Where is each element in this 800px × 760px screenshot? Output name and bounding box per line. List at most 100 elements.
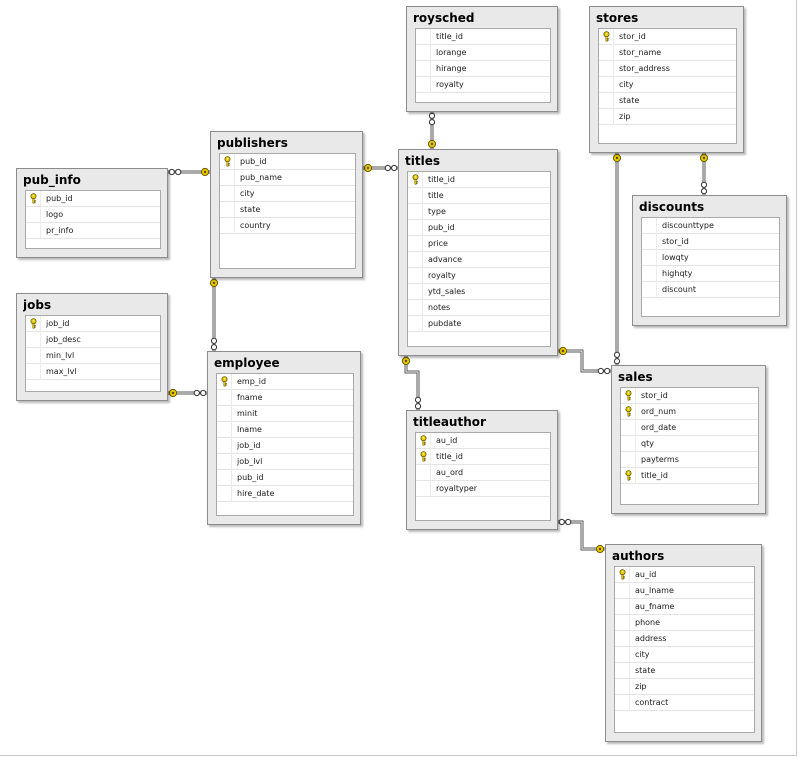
row-selector[interactable] [621, 388, 636, 404]
table-title[interactable]: pub_info [23, 173, 81, 187]
table-title[interactable]: authors [612, 549, 665, 563]
row-selector[interactable] [642, 265, 657, 282]
row-selector[interactable] [615, 567, 630, 583]
column-row[interactable]: pub_id [220, 154, 355, 170]
column-row[interactable]: pub_id [26, 191, 160, 207]
row-selector[interactable] [416, 433, 431, 449]
table-title[interactable]: stores [596, 11, 639, 25]
column-row[interactable]: title_id [416, 448, 550, 465]
row-selector[interactable] [26, 206, 41, 223]
row-selector[interactable] [621, 467, 636, 484]
row-selector[interactable] [408, 203, 423, 220]
column-row[interactable]: state [599, 92, 736, 109]
row-selector[interactable] [416, 76, 431, 93]
row-selector[interactable] [615, 582, 630, 599]
column-row[interactable]: advance [408, 251, 550, 268]
row-selector[interactable] [408, 283, 423, 300]
column-row[interactable]: state [615, 662, 754, 679]
table-title[interactable]: titles [405, 154, 440, 168]
row-selector[interactable] [26, 222, 41, 239]
column-row[interactable]: pub_id [408, 219, 550, 236]
row-selector[interactable] [642, 281, 657, 298]
column-row[interactable]: au_id [416, 433, 550, 449]
column-row[interactable]: hire_date [217, 485, 353, 502]
column-row[interactable]: royaltyper [416, 480, 550, 497]
column-row[interactable]: fname [217, 389, 353, 406]
row-selector[interactable] [599, 29, 614, 45]
column-row[interactable]: ord_num [621, 403, 758, 420]
column-row[interactable]: au_ord [416, 464, 550, 481]
column-row[interactable]: phone [615, 614, 754, 631]
row-selector[interactable] [217, 469, 232, 486]
column-row[interactable]: au_lname [615, 582, 754, 599]
row-selector[interactable] [217, 453, 232, 470]
column-row[interactable]: price [408, 235, 550, 252]
column-row[interactable]: logo [26, 206, 160, 223]
column-row[interactable]: hirange [416, 60, 550, 77]
column-row[interactable]: min_lvl [26, 347, 160, 364]
row-selector[interactable] [615, 598, 630, 615]
column-row[interactable]: state [220, 201, 355, 218]
row-selector[interactable] [615, 662, 630, 679]
column-row[interactable]: qty [621, 435, 758, 452]
row-selector[interactable] [26, 331, 41, 348]
column-row[interactable]: max_lvl [26, 363, 160, 380]
row-selector[interactable] [642, 218, 657, 234]
row-selector[interactable] [642, 233, 657, 250]
row-selector[interactable] [621, 435, 636, 452]
column-row[interactable]: city [220, 185, 355, 202]
row-selector[interactable] [599, 92, 614, 109]
column-row[interactable]: pub_name [220, 169, 355, 186]
row-selector[interactable] [599, 60, 614, 77]
row-selector[interactable] [26, 347, 41, 364]
table-title[interactable]: employee [214, 356, 280, 370]
row-selector[interactable] [408, 315, 423, 332]
row-selector[interactable] [220, 217, 235, 234]
column-row[interactable]: job_desc [26, 331, 160, 348]
column-row[interactable]: lowqty [642, 249, 779, 266]
column-row[interactable]: emp_id [217, 374, 353, 390]
column-row[interactable]: stor_address [599, 60, 736, 77]
row-selector[interactable] [408, 267, 423, 284]
column-row[interactable]: notes [408, 299, 550, 316]
column-row[interactable]: contract [615, 694, 754, 711]
row-selector[interactable] [615, 630, 630, 647]
table-title[interactable]: titleauthor [413, 415, 486, 429]
column-row[interactable]: lorange [416, 44, 550, 61]
row-selector[interactable] [599, 108, 614, 125]
column-row[interactable]: zip [615, 678, 754, 695]
table-title[interactable]: sales [618, 370, 653, 384]
row-selector[interactable] [217, 437, 232, 454]
column-row[interactable]: highqty [642, 265, 779, 282]
row-selector[interactable] [642, 249, 657, 266]
row-selector[interactable] [217, 405, 232, 422]
row-selector[interactable] [416, 29, 431, 45]
row-selector[interactable] [416, 60, 431, 77]
column-row[interactable]: discounttype [642, 218, 779, 234]
column-row[interactable]: title_id [408, 172, 550, 188]
row-selector[interactable] [615, 678, 630, 695]
row-selector[interactable] [416, 464, 431, 481]
column-row[interactable]: zip [599, 108, 736, 125]
table-title[interactable]: jobs [23, 298, 52, 312]
row-selector[interactable] [621, 419, 636, 436]
row-selector[interactable] [408, 251, 423, 268]
column-row[interactable]: country [220, 217, 355, 234]
column-row[interactable]: pubdate [408, 315, 550, 332]
column-row[interactable]: type [408, 203, 550, 220]
column-row[interactable]: payterms [621, 451, 758, 468]
row-selector[interactable] [220, 201, 235, 218]
column-row[interactable]: job_lvl [217, 453, 353, 470]
row-selector[interactable] [621, 403, 636, 420]
column-row[interactable]: lname [217, 421, 353, 438]
row-selector[interactable] [220, 169, 235, 186]
column-row[interactable]: pub_id [217, 469, 353, 486]
row-selector[interactable] [599, 44, 614, 61]
row-selector[interactable] [599, 76, 614, 93]
column-row[interactable]: royalty [416, 76, 550, 93]
